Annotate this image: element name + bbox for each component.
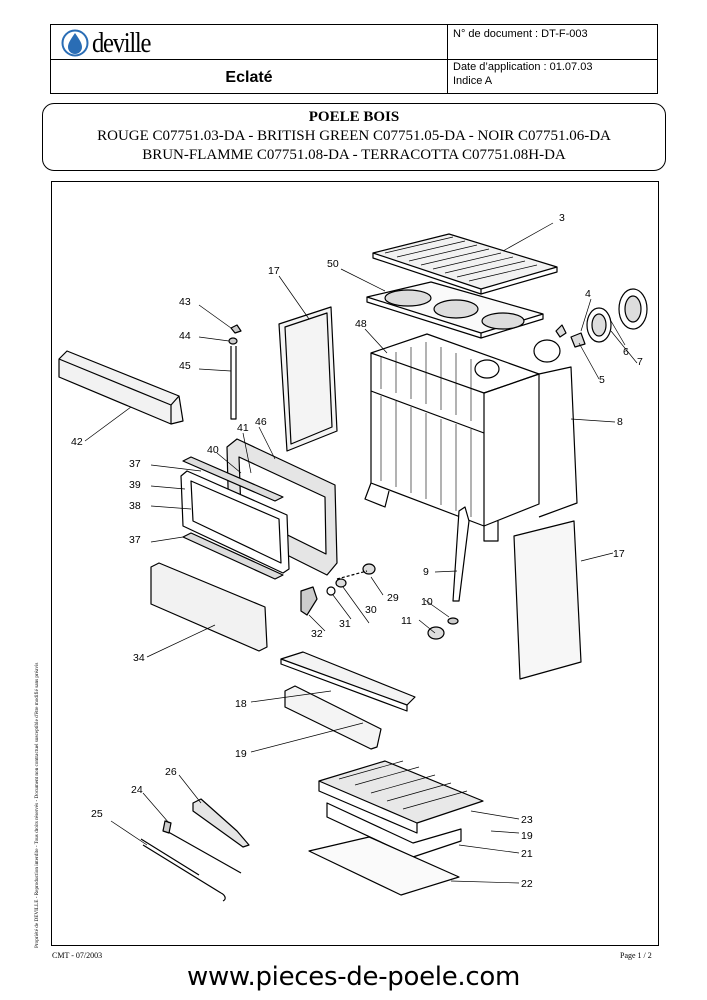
callout-label: 4 [585,288,591,300]
application-date: Date d’application : 01.07.03 [453,61,593,73]
callout-label: 48 [355,318,367,330]
callout-label: 25 [91,808,103,820]
doc-title: Eclaté [225,69,273,86]
callout-label: 37 [129,458,141,470]
callout-label: 9 [423,566,429,578]
callout-label: 42 [71,436,83,448]
callout-label: 23 [521,814,533,826]
callout-label: 39 [129,479,141,491]
exploded-view-drawing: 3 50 17 43 44 45 48 4 7 6 5 8 42 41 46 4… [58,212,648,902]
callout-label: 38 [129,500,141,512]
callout-label: 31 [339,618,351,630]
callout-label: 29 [387,592,399,604]
callout-label: 22 [521,878,533,890]
callout-label: 24 [131,784,143,796]
callout-label: 44 [179,330,191,342]
callout-label: 26 [165,766,177,778]
document-number: N° de document : DT-F-003 [453,28,588,40]
document-header: deville Eclaté N° de document : DT-F-003… [50,24,658,94]
footer-page-number: Page 1 / 2 [620,951,652,960]
callout-label: 10 [421,596,433,608]
callout-label: 11 [401,615,412,627]
callout-label: 7 [637,356,643,368]
callout-label: 6 [623,346,629,358]
callout-label: 18 [235,698,247,710]
callout-label: 17 [268,265,280,277]
product-title-box: POELE BOIS ROUGE C07751.03-DA - BRITISH … [42,103,666,171]
product-references-line2: BRUN-FLAMME C07751.08-DA - TERRACOTTA C0… [142,147,566,163]
callout-label: 46 [255,416,267,428]
callout-label: 40 [207,444,219,456]
exploded-view-frame [51,181,659,946]
brand-wordmark: deville [92,27,151,59]
header-divider-horizontal [51,59,657,60]
deville-logo: deville [61,27,160,59]
callout-label: 5 [599,374,605,386]
callout-label: 21 [521,848,533,860]
website-link[interactable]: www.pieces-de-poele.com [186,962,521,992]
product-title: POELE BOIS [308,109,400,125]
callout-label: 43 [179,296,191,308]
callout-label: 41 [237,422,249,434]
callout-label: 34 [133,652,145,664]
callout-label: 50 [327,258,339,270]
callout-label: 30 [365,604,377,616]
callout-label: 37 [129,534,141,546]
drop-icon [61,29,89,57]
product-references-line1: ROUGE C07751.03-DA - BRITISH GREEN C0775… [97,128,611,144]
callout-label: 8 [617,416,623,428]
document-index: Indice A [453,75,493,87]
callout-label: 3 [559,212,565,224]
callout-label: 17 [613,548,625,560]
side-legal-note: Propriété de DEVILLE - Reproduction inte… [34,662,40,948]
callout-label: 32 [311,628,323,640]
callout-label: 45 [179,360,191,372]
part-callouts: 3 50 17 43 44 45 48 4 7 6 5 8 42 41 46 4… [71,212,643,890]
footer-revision: CMT - 07/2003 [52,951,103,960]
callout-label: 19 [235,748,247,760]
callout-label: 19 [521,830,533,842]
